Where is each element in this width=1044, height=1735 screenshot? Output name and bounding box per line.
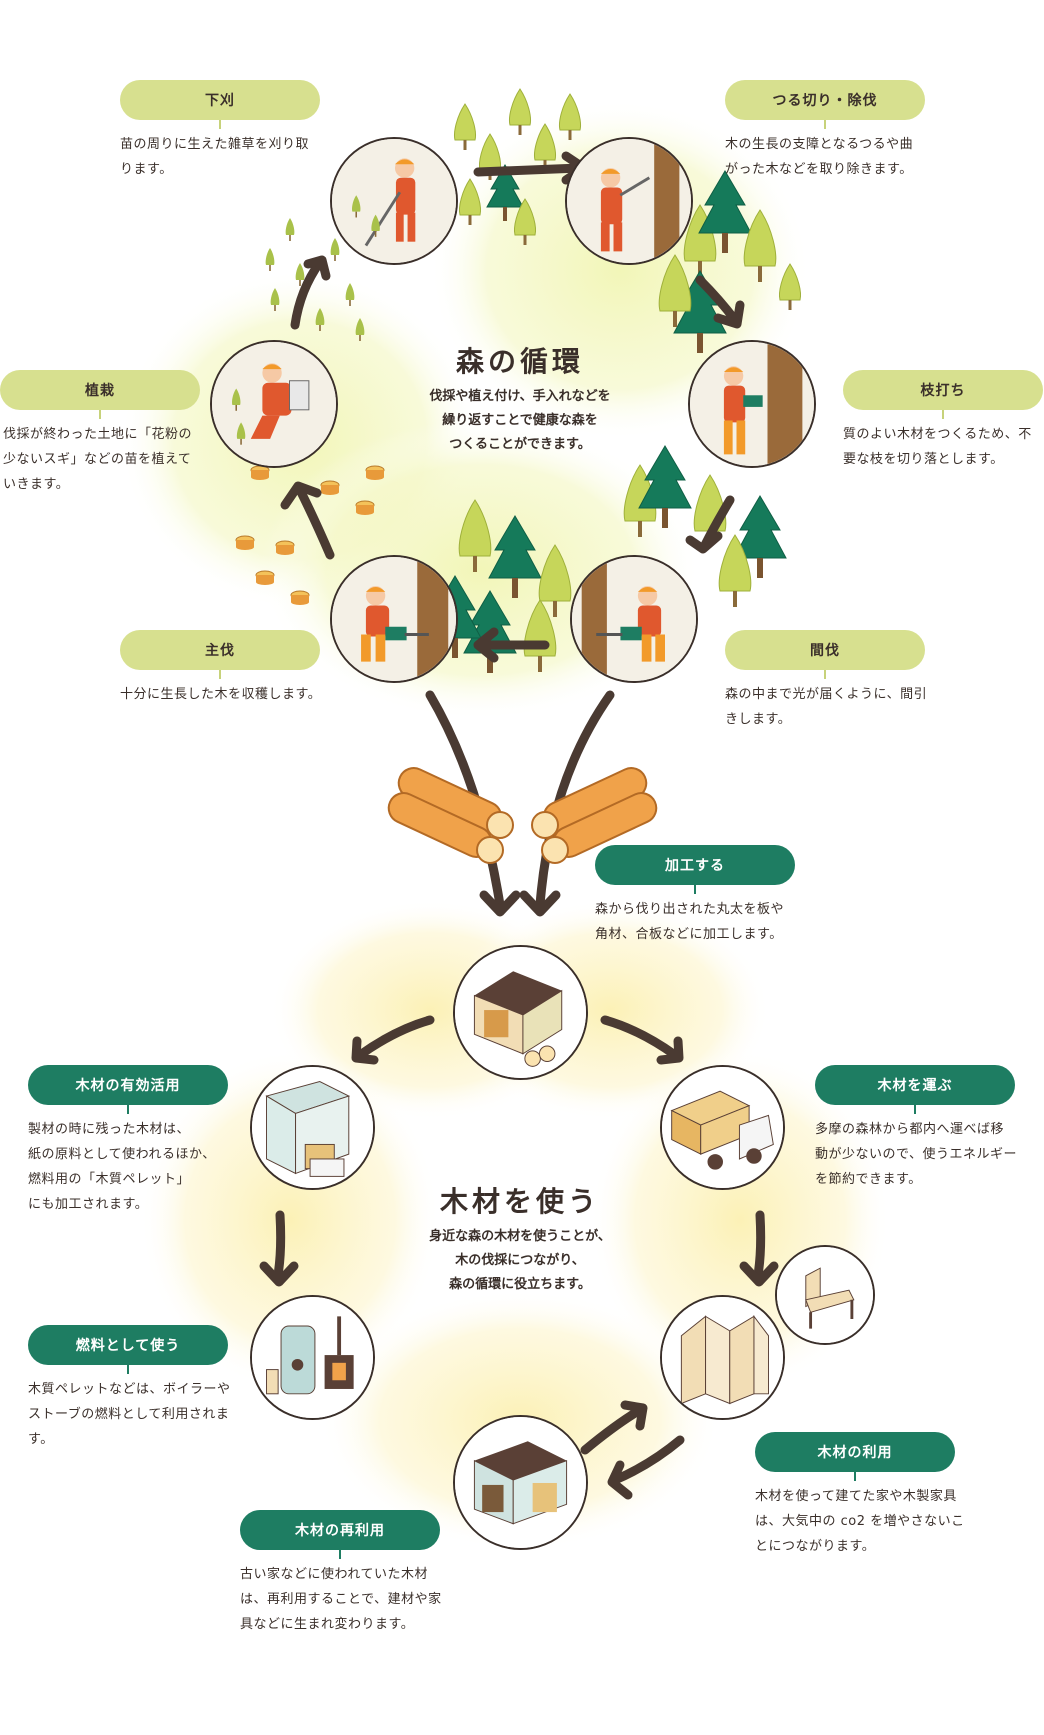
label-shokusai: 植栽 xyxy=(0,370,200,419)
desc-kanbatsu: 森の中まで光が届くように、間引 きします。 xyxy=(725,687,928,727)
desc-shokusai: 伐採が終わった土地に「花粉の 少ないスギ」などの苗を植えて いきます。 xyxy=(3,427,193,492)
illustration-shubatsu xyxy=(330,555,458,683)
label-kakou: 加工する xyxy=(595,845,795,894)
label-riyou: 木材の利用 xyxy=(755,1432,955,1481)
desc-edauchi: 質のよい木材をつくるため、不 要な枝を切り落とします。 xyxy=(843,427,1032,467)
illustration-sawmill xyxy=(453,945,588,1080)
illustration-kanbatsu xyxy=(570,555,698,683)
label-hakobu: 木材を運ぶ xyxy=(815,1065,1015,1114)
label-tsurugiri: つる切り・除伐 xyxy=(725,80,925,129)
wood-use-description: 身近な森の木材を使うことが、 木の伐採につながり、 森の循環に役立ちます。 xyxy=(429,1229,611,1292)
desc-shitagari: 苗の周りに生えた雑草を刈り取 ります。 xyxy=(120,137,310,177)
illustration-house-frame xyxy=(660,1295,785,1420)
desc-tsurugiri: 木の生長の支障となるつるや曲 がった木などを取り除きます。 xyxy=(725,137,914,177)
illustration-building xyxy=(250,1065,375,1190)
illustration-shitagari xyxy=(330,137,458,265)
desc-yuukou: 製材の時に残った木材は、 紙の原料として使われるほか、 燃料用の「木質ペレット」… xyxy=(28,1122,216,1212)
label-shubatsu: 主伐 xyxy=(120,630,320,679)
desc-nenryou: 木質ペレットなどは、ボイラーや ストーブの燃料として利用されま す。 xyxy=(28,1382,231,1447)
label-edauchi: 枝打ち xyxy=(843,370,1043,419)
desc-shubatsu: 十分に生長した木を収穫します。 xyxy=(120,687,322,702)
illustration-shokusai xyxy=(210,340,338,468)
illustration-boiler xyxy=(250,1295,375,1420)
label-shitagari: 下刈 xyxy=(120,80,320,129)
desc-hakobu: 多摩の森林から都内へ運べば移 動が少ないので、使うエネルギー を節約できます。 xyxy=(815,1122,1017,1187)
label-yuukou: 木材の有効活用 xyxy=(28,1065,228,1114)
label-sairiyou: 木材の再利用 xyxy=(240,1510,440,1559)
wood-use-title: 木材を使う xyxy=(439,1185,600,1218)
illustration-chair xyxy=(775,1245,875,1345)
desc-kakou: 森から伐り出された丸太を板や 角材、合板などに加工します。 xyxy=(595,902,785,942)
label-nenryou: 燃料として使う xyxy=(28,1325,228,1374)
desc-riyou: 木材を使って建てた家や木製家具 は、大気中の co2 を増やさないこ とにつなが… xyxy=(755,1489,965,1554)
label-kanbatsu: 間伐 xyxy=(725,630,925,679)
illustration-edauchi xyxy=(688,340,816,468)
desc-sairiyou: 古い家などに使われていた木材 は、再利用することで、建材や家 具などに生まれ変わ… xyxy=(240,1567,442,1632)
illustration-truck xyxy=(660,1065,785,1190)
forest-cycle-title: 森の循環 xyxy=(455,345,584,378)
illustration-tsurugiri xyxy=(565,137,693,265)
illustration-warehouse xyxy=(453,1415,588,1550)
forest-cycle-description: 伐採や植え付け、手入れなどを 繰り返すことで健康な森を つくることができます。 xyxy=(429,389,611,452)
